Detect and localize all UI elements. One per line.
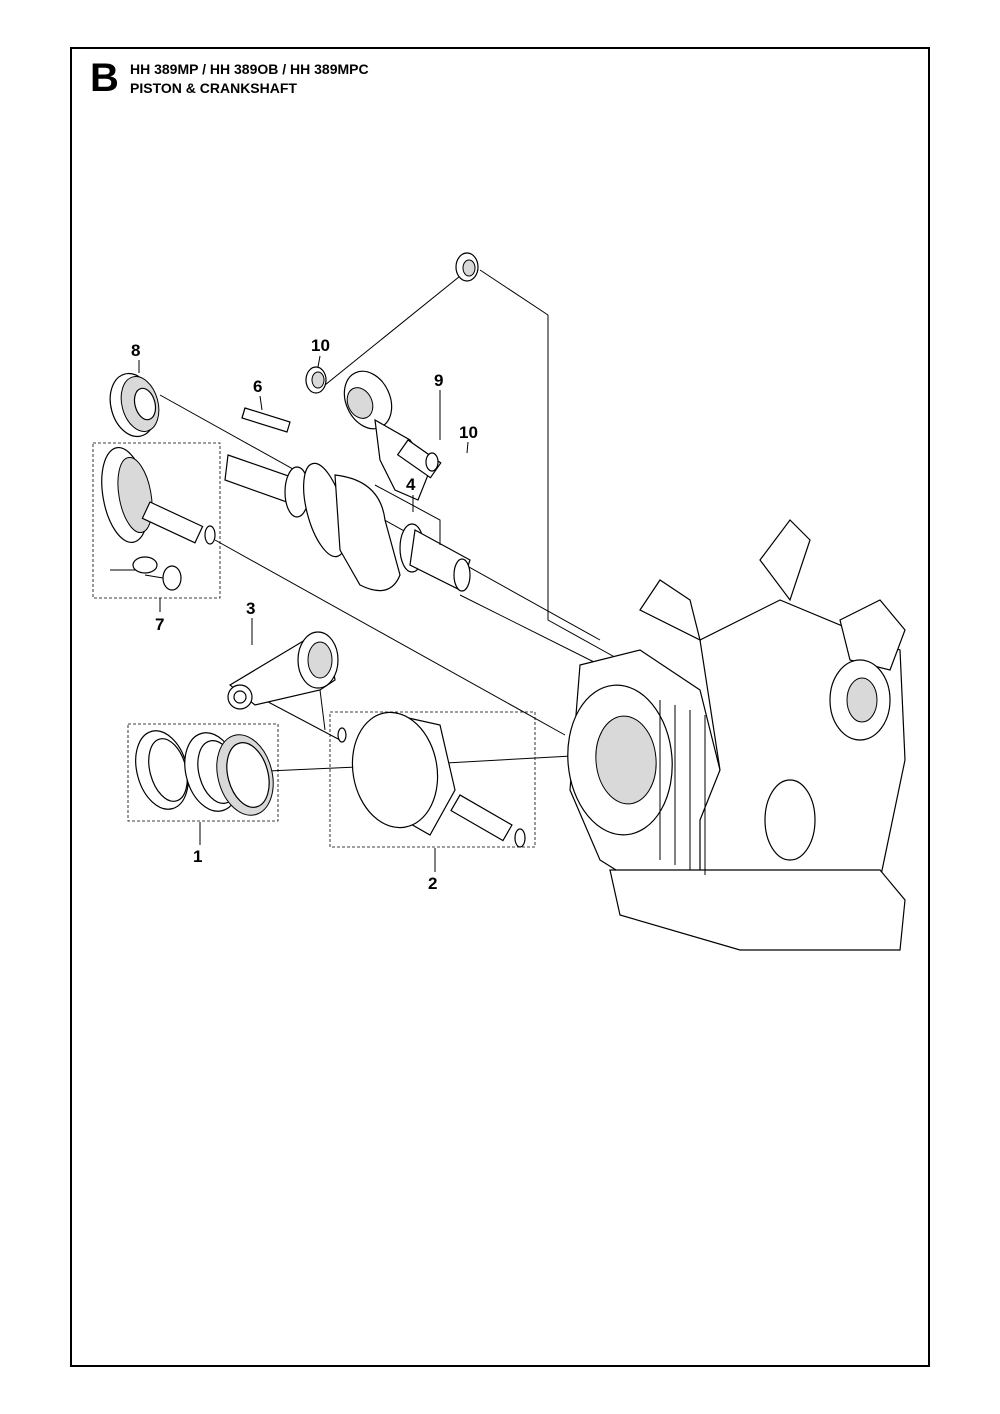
page-border (70, 47, 930, 1367)
callout-label: 6 (253, 377, 262, 396)
key-part (241, 407, 291, 433)
callout-label: 9 (434, 371, 443, 390)
connecting-rod-part (227, 631, 339, 731)
page-title: PISTON & CRANKSHAFT (130, 80, 297, 96)
callout-leaders (138, 355, 469, 872)
crankcase-part (567, 519, 906, 951)
piston-rings-part (127, 723, 279, 822)
callout-label: 4 (406, 475, 416, 494)
callout-labels: 1 2 3 4 6 7 8 9 10 10 (131, 336, 478, 893)
section-letter: B (90, 56, 119, 100)
crankshaft-part (224, 454, 471, 592)
callout-label: 3 (246, 599, 255, 618)
callout-label: 10 (459, 423, 478, 442)
model-list: HH 389MP / HH 389OB / HH 389MPC (130, 61, 369, 77)
callout-label: 8 (131, 341, 140, 360)
bearing-right-part (455, 252, 479, 282)
piston-assembly-part (329, 711, 536, 848)
balancer-shaft-part (324, 267, 471, 501)
callout-label: 10 (311, 336, 330, 355)
callout-label: 2 (428, 874, 437, 893)
callout-label: 1 (193, 847, 202, 866)
oil-seal-part (109, 372, 160, 438)
callout-label: 7 (155, 615, 164, 634)
camshaft-gear-assembly-part (92, 442, 221, 599)
bearing-top-part (305, 366, 327, 394)
